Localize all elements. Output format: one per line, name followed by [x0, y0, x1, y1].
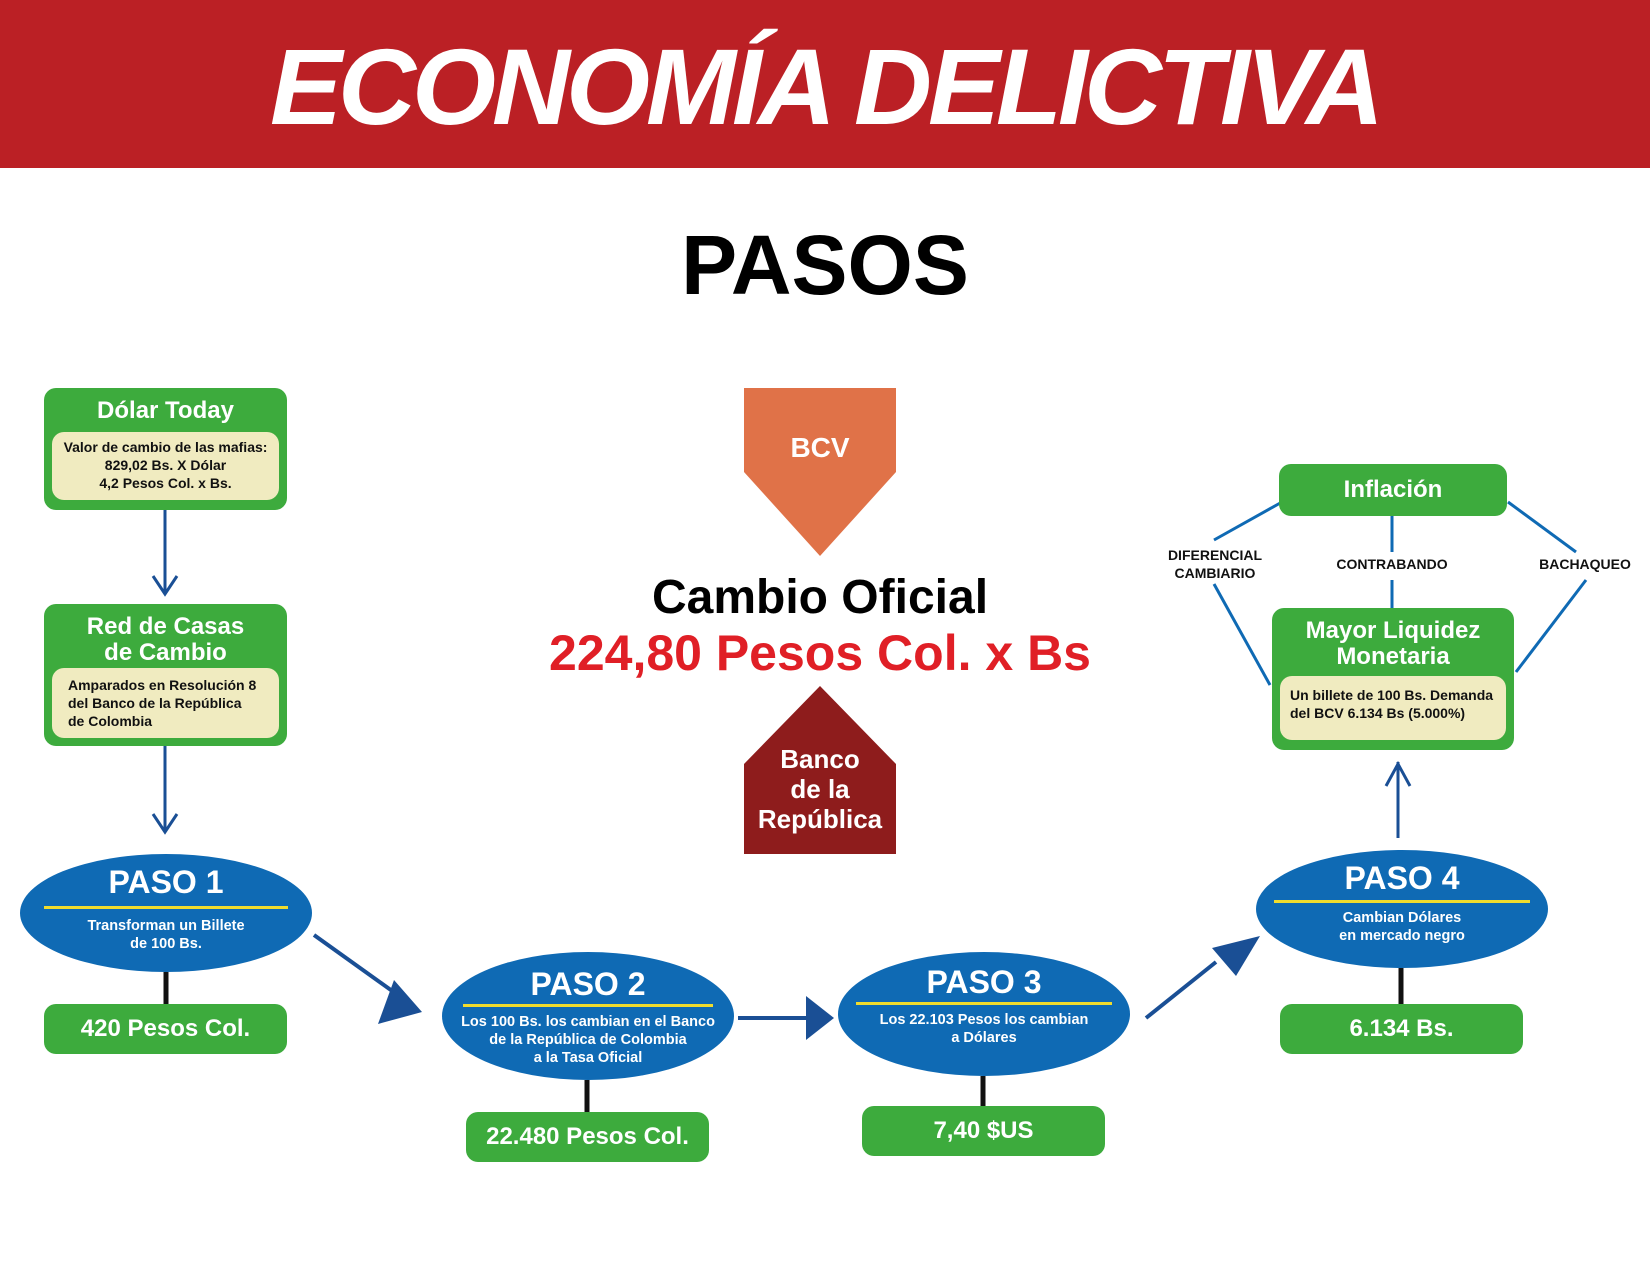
paso-3-title: PASO 3	[926, 964, 1042, 1000]
paso-3-ellipse: PASO 3 Los 22.103 Pesos los cambian a Dó…	[838, 952, 1130, 1076]
arrow-paso4-to-liquidez	[1384, 760, 1412, 838]
paso-1-desc-line-2: de 100 Bs.	[130, 936, 202, 952]
main-title: ECONOMÍA DELICTIVA	[270, 26, 1384, 147]
paso-1-title: PASO 1	[108, 864, 224, 900]
diferencial-line-1: DIFERENCIAL	[1167, 547, 1263, 563]
banco-line-2: de la	[790, 774, 850, 804]
casas-cambio-title-line-1: Red de Casas	[86, 613, 245, 640]
liquidez-details: Un billete de 100 Bs. Demanda del BCV 6.…	[1280, 676, 1506, 740]
banco-line-1: Banco	[780, 744, 860, 774]
paso-3-desc-line-1: Los 22.103 Pesos los cambian	[879, 1012, 1089, 1028]
dolar-today-line-3: 4,2 Pesos Col. x Bs.	[99, 475, 232, 491]
cambio-oficial-title: Cambio Oficial	[651, 571, 989, 624]
paso-2-desc-line-1: Los 100 Bs. los cambian en el Banco	[461, 1014, 715, 1030]
section-title: PASOS	[681, 218, 969, 312]
liquidez-line-2: del BCV 6.134 Bs (5.000%)	[1290, 705, 1466, 721]
paso-1-ellipse: PASO 1 Transforman un Billete de 100 Bs.	[20, 854, 312, 972]
paso-2-desc-line-2: de la República de Colombia	[489, 1032, 687, 1048]
bcv-shape	[744, 388, 896, 556]
liquidez-title-line-1: Mayor Liquidez	[1305, 617, 1481, 644]
casas-cambio-line-1: Amparados en Resolución 8	[68, 677, 257, 693]
dolar-today-line-2: 829,02 Bs. X Dólar	[104, 457, 227, 473]
paso-3-desc-line-2: a Dólares	[951, 1030, 1017, 1046]
paso-2-ellipse: PASO 2 Los 100 Bs. los cambian en el Ban…	[442, 952, 734, 1080]
paso-1-desc-line-1: Transforman un Billete	[87, 918, 245, 934]
liquidez-title-line-2: Monetaria	[1336, 643, 1450, 670]
dolar-today-title: Dólar Today	[97, 397, 234, 424]
paso-1-result: 420 Pesos Col.	[44, 1004, 287, 1054]
banco-republica-label: Banco de la República	[744, 744, 896, 834]
liquidez-title: Mayor Liquidez Monetaria	[1272, 618, 1514, 670]
paso-4-desc-line-2: en mercado negro	[1339, 928, 1465, 944]
diferencial-cambiario-label: DIFERENCIAL CAMBIARIO	[1150, 546, 1280, 582]
casas-cambio-title-line-2: de Cambio	[104, 639, 227, 666]
paso-2-title: PASO 2	[530, 966, 646, 1002]
paso-3-desc: Los 22.103 Pesos los cambian a Dólares	[838, 1011, 1130, 1047]
header-banner: ECONOMÍA DELICTIVA	[0, 0, 1650, 168]
arrow-paso1-to-paso2	[312, 933, 422, 1024]
paso-1-rule	[44, 906, 288, 909]
paso-3-rule	[856, 1002, 1112, 1005]
dolar-today-details: Valor de cambio de las mafias: 829,02 Bs…	[52, 432, 279, 500]
cambio-oficial-rate: 224,80 Pesos Col. x Bs	[549, 625, 1091, 681]
dolar-today-line-1: Valor de cambio de las mafias:	[63, 439, 268, 455]
liquidez-box: Mayor Liquidez Monetaria Un billete de 1…	[1272, 608, 1514, 750]
arrow-dolar-to-casas	[151, 510, 179, 597]
paso-4-desc-line-1: Cambian Dólares	[1342, 910, 1462, 926]
paso-3-result: 7,40 $US	[862, 1106, 1105, 1156]
arrow-paso2-to-paso3	[738, 996, 834, 1040]
paso-4-title: PASO 4	[1344, 860, 1460, 896]
casas-cambio-details: Amparados en Resolución 8 del Banco de l…	[52, 668, 279, 738]
casas-cambio-title: Red de Casas de Cambio	[44, 614, 287, 666]
paso-4-rule	[1274, 900, 1530, 903]
liquidez-line-1: Un billete de 100 Bs. Demanda	[1290, 687, 1494, 703]
banco-line-3: República	[757, 804, 883, 834]
paso-4-ellipse: PASO 4 Cambian Dólares en mercado negro	[1256, 850, 1548, 968]
arrow-casas-to-paso1	[151, 746, 179, 835]
paso-2-rule	[463, 1004, 713, 1007]
diferencial-line-2: CAMBIARIO	[1174, 565, 1256, 581]
inflation-connector-lines	[1212, 500, 1588, 686]
casas-cambio-line-2: del Banco de la República	[68, 695, 242, 711]
casas-cambio-line-3: de Colombia	[68, 713, 153, 729]
paso-2-result: 22.480 Pesos Col.	[466, 1112, 709, 1162]
bcv-label: BCV	[790, 432, 850, 463]
contrabando-label: CONTRABANDO	[1336, 556, 1448, 572]
inflacion-box: Inflación	[1279, 464, 1507, 516]
banco-republica-shape	[744, 686, 896, 854]
bachaqueo-label: BACHAQUEO	[1539, 556, 1631, 572]
paso-1-desc: Transforman un Billete de 100 Bs.	[20, 917, 312, 953]
paso-2-desc: Los 100 Bs. los cambian en el Banco de l…	[442, 1013, 734, 1067]
paso-2-desc-line-3: a la Tasa Oficial	[533, 1050, 643, 1066]
casas-cambio-box: Red de Casas de Cambio Amparados en Reso…	[44, 604, 287, 746]
paso-4-desc: Cambian Dólares en mercado negro	[1256, 909, 1548, 945]
arrow-paso3-to-paso4	[1144, 936, 1260, 1020]
paso-4-result: 6.134 Bs.	[1280, 1004, 1523, 1054]
dolar-today-box: Dólar Today Valor de cambio de las mafia…	[44, 388, 287, 510]
